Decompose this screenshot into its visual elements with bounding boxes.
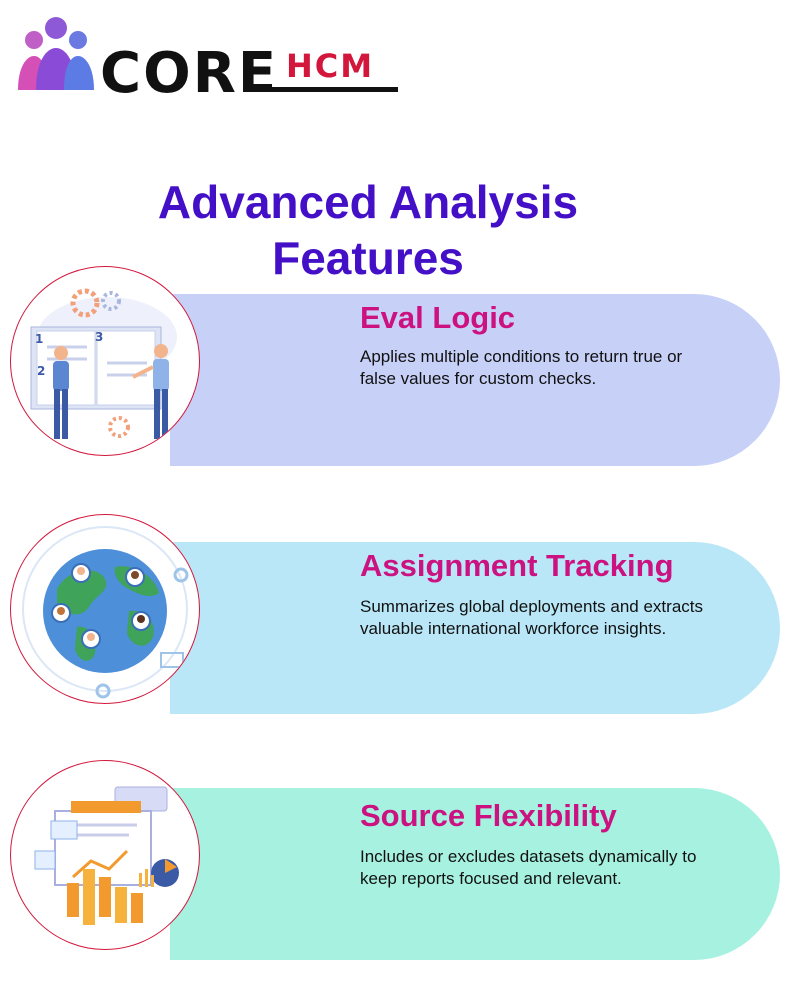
chart-illustration	[10, 760, 200, 950]
feature-eval-logic: 1 3 2 Eval Logic Applies multiple condit…	[0, 266, 800, 466]
page-title-line-1: Advanced Analysis	[157, 176, 579, 228]
page-title: Advanced Analysis Features	[118, 174, 618, 286]
brand-logo: CORE HCM	[14, 14, 404, 102]
feature-description: Summarizes global deployments and extrac…	[360, 597, 703, 638]
feature-title: Source Flexibility	[360, 798, 617, 833]
feature-bubble	[170, 788, 780, 960]
book-illustration: 1 3 2	[10, 266, 200, 456]
feature-description: Includes or excludes datasets dynamicall…	[360, 847, 697, 888]
feature-description: Applies multiple conditions to return tr…	[360, 347, 683, 388]
people-icon	[18, 17, 94, 90]
feature-title: Assignment Tracking	[360, 548, 674, 583]
globe-illustration	[10, 514, 200, 704]
svg-text:3: 3	[95, 330, 103, 344]
feature-source-flexibility: Source Flexibility Includes or excludes …	[0, 760, 800, 960]
svg-text:2: 2	[37, 364, 45, 378]
feature-assignment-tracking: Assignment Tracking Summarizes global de…	[0, 514, 800, 714]
logo-hcm-text: HCM	[286, 47, 375, 85]
page-title-line-2: Features	[272, 232, 464, 284]
svg-text:1: 1	[35, 332, 43, 346]
feature-bubble	[170, 294, 780, 466]
logo-core-text: CORE	[100, 41, 279, 106]
logo-underline	[272, 87, 398, 92]
feature-bubble	[170, 542, 780, 714]
feature-title: Eval Logic	[360, 300, 516, 335]
